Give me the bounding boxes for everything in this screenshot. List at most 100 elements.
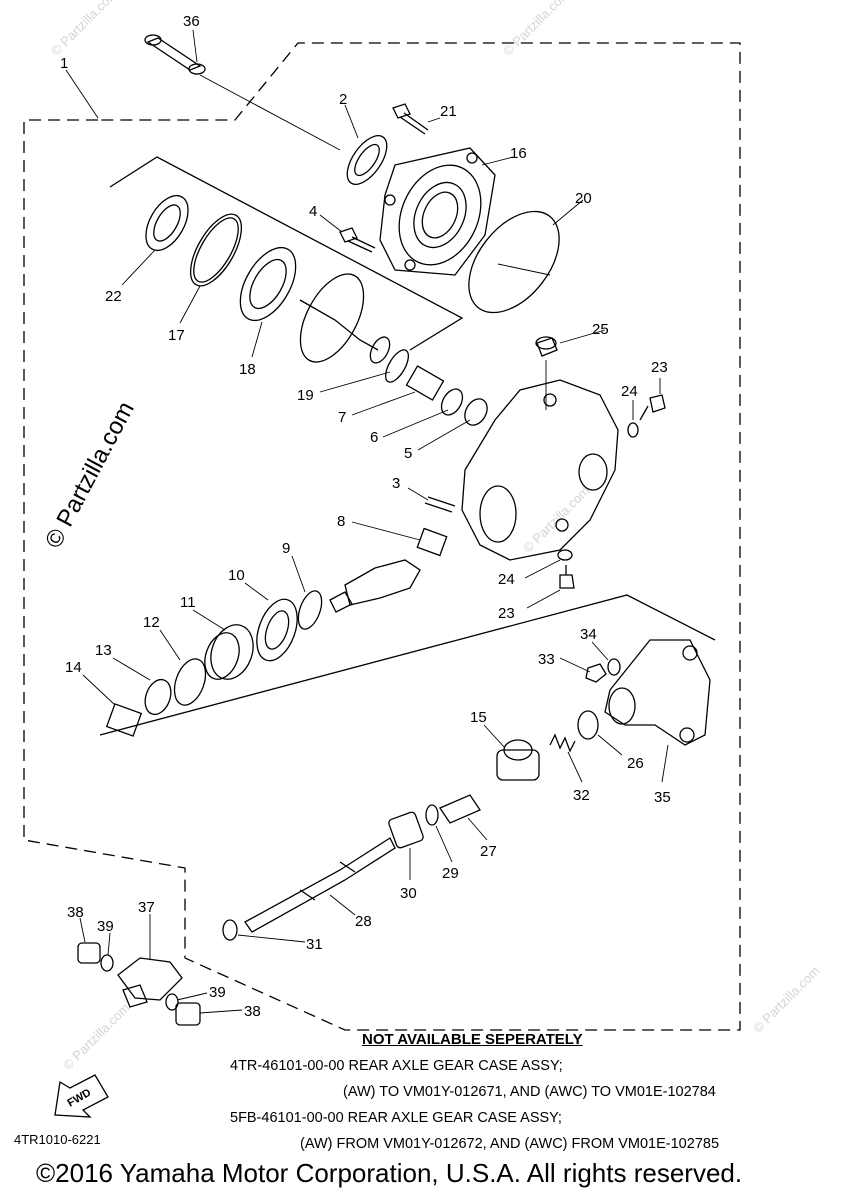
drain-bolt-part-23-upper <box>639 394 666 421</box>
shim-part-2 <box>346 135 388 185</box>
callout-18: 18 <box>239 361 256 378</box>
callout-23-upper: 23 <box>651 359 668 376</box>
callout-37: 37 <box>138 899 155 916</box>
washer-part-24-upper <box>627 422 639 438</box>
diagram-reference-code: 4TR1010-6221 <box>14 1132 101 1147</box>
bolt-part-21 <box>392 103 429 135</box>
callout-12: 12 <box>143 614 160 631</box>
collar-part-14 <box>105 703 143 737</box>
callout-34: 34 <box>580 626 597 643</box>
o-ring-part-17 <box>189 213 243 287</box>
shim-part-9 <box>297 590 323 630</box>
drain-bolt-part-23-lower <box>559 565 575 589</box>
callout-7: 7 <box>338 409 346 426</box>
callout-13: 13 <box>95 642 112 659</box>
group-box-lower <box>99 594 716 736</box>
callout-10: 10 <box>228 567 245 584</box>
assembly-outline <box>23 42 741 1031</box>
pinion-gear-shaft <box>329 559 421 613</box>
washer-part-24-lower <box>557 549 573 561</box>
fwd-arrow-icon <box>54 1074 109 1118</box>
assy-note-line-1: 4TR-46101-00-00 REAR AXLE GEAR CASE ASSY… <box>230 1058 563 1074</box>
bearing-cup-part-38-upper <box>77 942 101 964</box>
group-box-upper <box>109 156 464 351</box>
callout-16: 16 <box>510 145 527 162</box>
gear-case <box>461 379 619 561</box>
callout-5: 5 <box>404 445 412 462</box>
callout-38-lower: 38 <box>244 1003 261 1020</box>
stud-part-3 <box>424 496 456 513</box>
bearing-part-8 <box>416 527 448 557</box>
damper-part-15 <box>496 739 540 781</box>
circlip-part-39-upper <box>100 954 114 972</box>
bearing-nut-part-11 <box>204 624 254 680</box>
bearing-cup-part-38-lower <box>175 1002 201 1026</box>
assy-note-line-4: (AW) FROM VM01Y-012672, AND (AWC) FROM V… <box>300 1136 720 1152</box>
oil-seal-part-22 <box>145 195 189 251</box>
callout-24-upper: 24 <box>621 383 638 400</box>
callout-35: 35 <box>654 789 671 806</box>
collar-part-36 <box>144 34 206 75</box>
collar-part-6 <box>440 388 464 416</box>
collar-part-27 <box>439 794 481 824</box>
spring-part-32 <box>549 733 576 753</box>
seal-part-5 <box>464 398 488 426</box>
assy-note-line-3: 5FB-46101-00-00 REAR AXLE GEAR CASE ASSY… <box>230 1110 562 1126</box>
callout-32: 32 <box>573 787 590 804</box>
damper-case-part-35 <box>604 639 711 746</box>
circlip-part-29 <box>425 804 439 826</box>
universal-joint-part-37 <box>117 957 183 1008</box>
callout-2: 2 <box>339 91 347 108</box>
callout-17: 17 <box>168 327 185 344</box>
callout-26: 26 <box>627 755 644 772</box>
ring-gear <box>299 273 391 364</box>
callout-30: 30 <box>400 885 417 902</box>
circlip-part-39-lower <box>165 993 179 1011</box>
callout-19: 19 <box>297 387 314 404</box>
bearing-part-10 <box>256 598 298 662</box>
shim-part-19 <box>384 349 410 383</box>
o-ring-part-20 <box>468 210 560 314</box>
callout-8: 8 <box>337 513 345 530</box>
callout-4: 4 <box>309 203 317 220</box>
copyright-notice: ©2016 Yamaha Motor Corporation, U.S.A. A… <box>36 1158 743 1188</box>
bearing-part-18 <box>239 247 297 321</box>
bearing-housing-part-16 <box>379 147 496 276</box>
drive-shaft-part-28 <box>244 837 396 933</box>
callout-28: 28 <box>355 913 372 930</box>
nut-part-33 <box>585 663 607 683</box>
washer-part-34 <box>607 658 621 676</box>
callout-14: 14 <box>65 659 82 676</box>
oil-seal-part-26 <box>577 710 599 740</box>
callout-21: 21 <box>440 103 457 120</box>
callout-31: 31 <box>306 936 323 953</box>
callout-6: 6 <box>370 429 378 446</box>
o-ring-part-12 <box>173 658 207 706</box>
oil-seal-part-13 <box>144 678 172 716</box>
assy-note-line-2: (AW) TO VM01Y-012671, AND (AWC) TO VM01E… <box>343 1084 716 1100</box>
callout-33: 33 <box>538 651 555 668</box>
callout-39-upper: 39 <box>97 918 114 935</box>
callout-23-lower: 23 <box>498 605 515 622</box>
callout-27: 27 <box>480 843 497 860</box>
callout-20: 20 <box>575 190 592 207</box>
callout-39-lower: 39 <box>209 984 226 1001</box>
cap-part-25 <box>536 337 558 357</box>
callout-29: 29 <box>442 865 459 882</box>
callout-22: 22 <box>105 288 122 305</box>
callout-24-lower: 24 <box>498 571 515 588</box>
callout-36: 36 <box>183 13 200 30</box>
bolt-part-4 <box>339 227 376 253</box>
callout-11: 11 <box>180 594 196 611</box>
callout-25: 25 <box>592 321 609 338</box>
bearing-part-7 <box>405 365 445 401</box>
not-available-heading: NOT AVAILABLE SEPERATELY <box>362 1031 583 1048</box>
callout-15: 15 <box>470 709 487 726</box>
callout-9: 9 <box>282 540 290 557</box>
gear-part-30 <box>388 811 424 849</box>
callout-1: 1 <box>60 55 68 72</box>
circlip-part-31 <box>222 919 238 941</box>
callout-38-upper: 38 <box>67 904 84 921</box>
callout-3: 3 <box>392 475 400 492</box>
